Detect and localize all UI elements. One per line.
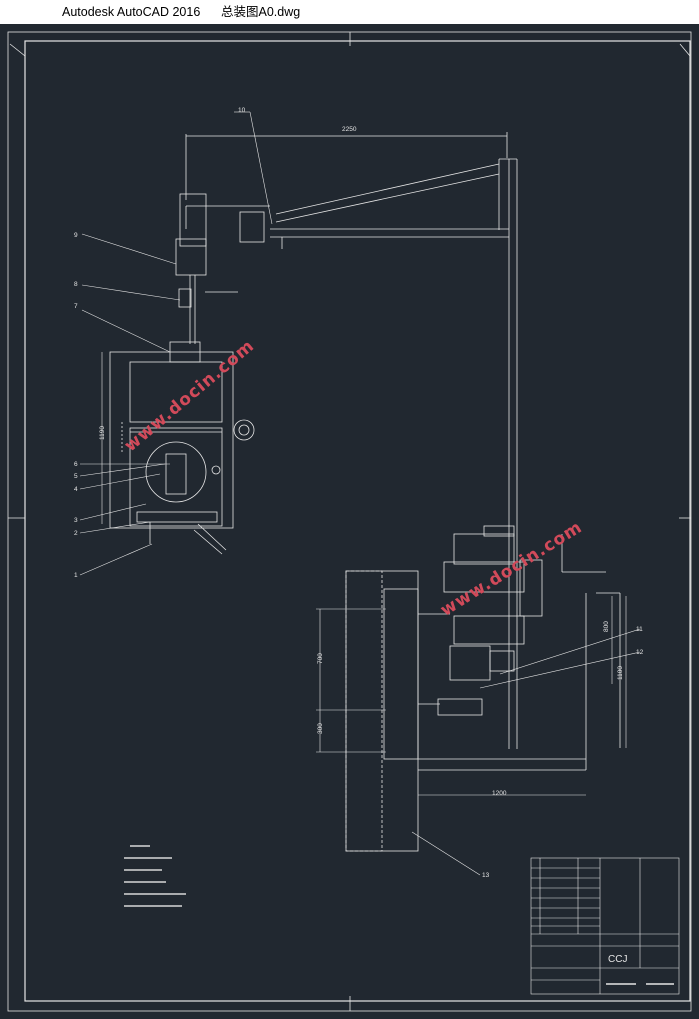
balloon-8: 8 xyxy=(74,281,78,288)
title-block-code: CCJ xyxy=(608,954,627,965)
file-title: 总装图A0.dwg xyxy=(221,5,301,19)
balloon-6: 6 xyxy=(74,461,78,468)
technical-notes xyxy=(124,845,186,907)
balloon-3: 3 xyxy=(74,517,78,524)
dim-1100: 1100 xyxy=(617,666,624,680)
wall-assembly xyxy=(345,525,621,852)
balloon-11: 11 xyxy=(636,626,643,633)
app-title: Autodesk AutoCAD 2016 xyxy=(62,5,201,19)
dim-700: 700 xyxy=(317,653,324,664)
balloon-7: 7 xyxy=(74,303,78,310)
balloon-2: 2 xyxy=(74,530,78,537)
title-bar: Autodesk AutoCAD 2016 总装图A0.dwg xyxy=(0,0,699,24)
balloon-13: 13 xyxy=(482,872,490,879)
balloon-10: 10 xyxy=(238,107,246,114)
title-block xyxy=(530,857,680,995)
drawing-svg: 2250 1190 700 300 800 1100 1200 xyxy=(7,31,692,1012)
balloon-1: 1 xyxy=(74,572,78,579)
dim-1200: 1200 xyxy=(492,790,507,797)
dim-800: 800 xyxy=(603,621,610,632)
crane-column xyxy=(179,132,518,749)
dim-1190: 1190 xyxy=(99,426,106,440)
balloon-9: 9 xyxy=(74,232,78,239)
balloon-12: 12 xyxy=(636,649,644,656)
dim-2250: 2250 xyxy=(342,126,357,133)
sheet-border xyxy=(7,31,692,1012)
drawing-canvas[interactable]: 2250 1190 700 300 800 1100 1200 xyxy=(0,24,699,1019)
hoist-assembly xyxy=(109,238,255,555)
balloon-4: 4 xyxy=(74,486,78,493)
balloon-5: 5 xyxy=(74,473,78,480)
dimension-lines xyxy=(101,352,627,796)
leader-lines xyxy=(79,111,641,876)
dim-300: 300 xyxy=(317,723,324,734)
